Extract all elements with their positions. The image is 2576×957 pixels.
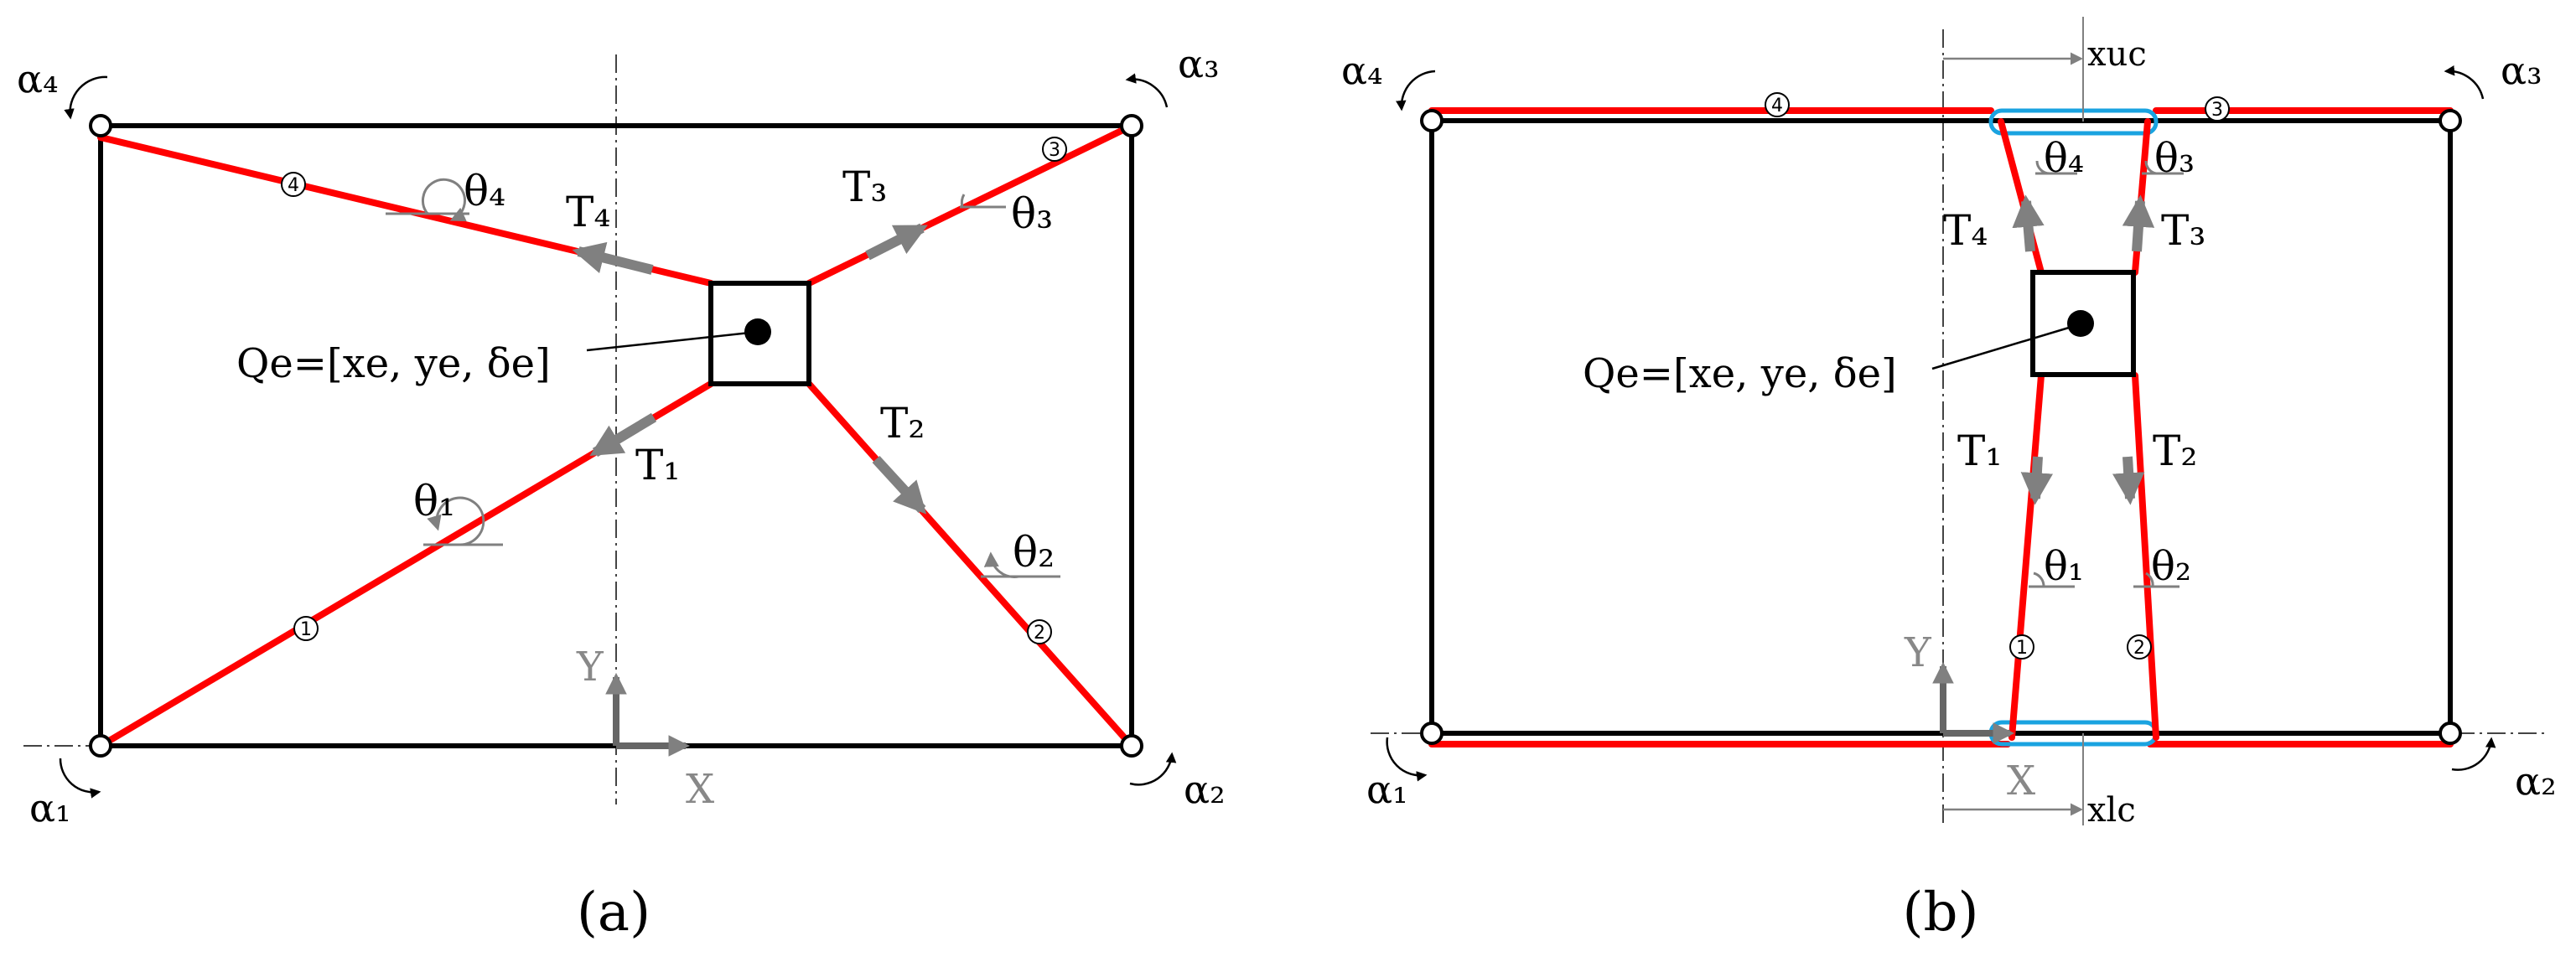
theta-3-label: θ₃ — [1011, 189, 1053, 238]
panel-a: Y X 1 2 3 4 α₄ α₃ α₁ α₂ T₁ T₂ T₃ T₄ θ₁ θ… — [17, 41, 1226, 944]
theta-1-label: θ₁ — [2044, 543, 2084, 590]
tension-arrow-1 — [2020, 456, 2054, 505]
tension-2-label: T₂ — [2153, 427, 2197, 475]
alpha-4-arrow — [64, 75, 108, 120]
alpha-3-label: α₃ — [1178, 41, 1220, 86]
panel-b-caption: (b) — [1903, 882, 1979, 944]
theta-4-label: θ₄ — [2044, 135, 2084, 182]
tension-arrow-2 — [2112, 456, 2145, 505]
theta-3-arc — [960, 194, 966, 208]
xuc-label: xuc — [2087, 35, 2147, 74]
anchor-2 — [1120, 734, 1143, 758]
cable-number-2: 2 — [1034, 623, 1045, 644]
pose-label: Qe=[xe, ye, δe] — [1583, 350, 1897, 397]
theta-1-arc — [427, 496, 485, 546]
cable-number-2: 2 — [2133, 638, 2145, 659]
alpha-2-arrow — [2451, 737, 2496, 771]
anchor-3 — [1120, 114, 1143, 137]
alpha-3-label: α₃ — [2501, 48, 2542, 93]
tension-arrow-4 — [572, 241, 654, 275]
anchor-1 — [1420, 722, 1443, 745]
theta-1-label: θ₁ — [413, 477, 455, 525]
pose-label: Qe=[xe, ye, δe] — [236, 340, 551, 387]
tension-4-label: T₄ — [566, 188, 610, 236]
frame-rectangle — [1429, 118, 2453, 736]
alpha-4-label: α₄ — [1341, 48, 1383, 93]
theta-2-arc — [983, 551, 1019, 578]
alpha-4-arrow — [1396, 70, 1436, 111]
tension-arrow-3 — [865, 223, 928, 261]
y-axis-label: Y — [1904, 629, 1932, 676]
theta-1-arc — [2033, 572, 2045, 587]
cable-number-4: 4 — [288, 175, 299, 196]
tension-arrow-3 — [2122, 194, 2155, 252]
alpha-1-arrow — [1386, 737, 1428, 782]
tension-3-label: T₃ — [842, 163, 887, 211]
x-axis-label: X — [2007, 758, 2035, 804]
tension-arrow-4 — [2012, 194, 2045, 252]
anchor-2 — [2439, 722, 2462, 745]
cable-number-badge-1 — [293, 616, 319, 641]
alpha-3-arrow — [2444, 65, 2485, 100]
theta-4-arc — [2035, 160, 2050, 175]
cable-2 — [2132, 372, 2159, 741]
anchor-1 — [89, 734, 112, 758]
cable-number-3: 3 — [2211, 100, 2223, 121]
pose-leader-line — [586, 331, 751, 352]
alpha-4-label: α₄ — [17, 56, 59, 101]
alpha-2-label: α₂ — [2515, 758, 2557, 804]
tension-3-label: T₃ — [2161, 206, 2205, 255]
tension-arrow-1 — [589, 412, 657, 458]
alpha-1-label: α₁ — [29, 785, 71, 830]
pose-leader-line — [1931, 323, 2078, 370]
cable-number-3: 3 — [1049, 140, 1060, 161]
theta-3-arc — [2144, 160, 2157, 175]
xlc-label: xlc — [2087, 791, 2136, 830]
cable-number-1: 1 — [2016, 638, 2028, 659]
tension-1-label: T₁ — [1957, 427, 2002, 475]
alpha-1-arrow — [59, 758, 101, 799]
alpha-1-label: α₁ — [1366, 767, 1408, 812]
cable-number-badge-4 — [281, 172, 306, 197]
theta-3-label: θ₃ — [2154, 135, 2195, 182]
cable-number-badge-2 — [2127, 634, 2152, 660]
alpha-2-arrow — [1129, 752, 1177, 786]
theta-2-arc — [2145, 572, 2154, 587]
anchor-4 — [1420, 109, 1443, 132]
tension-4-label: T₄ — [1943, 206, 1988, 255]
upper-constraint — [1988, 108, 2159, 136]
anchor-4 — [89, 114, 112, 137]
cable-number-badge-1 — [2009, 634, 2034, 660]
cable-1 — [2008, 372, 2045, 741]
panel-b: Y X 1 2 3 4 α₄ α₃ α₁ α₂ T₁ T₂ T₃ T₄ θ₁ θ… — [1341, 17, 2557, 944]
end-effector-center — [744, 318, 771, 345]
cable-2 — [806, 380, 1135, 749]
theta-4-label: θ₄ — [464, 167, 505, 215]
panel-a-caption: (a) — [577, 882, 650, 944]
anchor-3 — [2439, 109, 2462, 132]
alpha-2-label: α₂ — [1184, 767, 1226, 812]
x-axis-label: X — [686, 766, 714, 813]
cable-number-badge-3 — [1042, 137, 1067, 162]
cable-number-1: 1 — [300, 619, 312, 640]
cable-number-badge-4 — [1765, 92, 1790, 117]
cable-3 — [806, 122, 1135, 287]
alpha-3-arrow — [1125, 73, 1169, 108]
tension-1-label: T₁ — [635, 441, 680, 489]
theta-2-label: θ₂ — [1013, 528, 1055, 577]
theta-4-arc — [421, 178, 467, 222]
tension-arrow-2 — [872, 455, 927, 515]
cable-number-4: 4 — [1771, 96, 1783, 116]
end-effector-center — [2067, 310, 2094, 337]
tension-2-label: T₂ — [880, 399, 925, 447]
cable-number-badge-2 — [1027, 619, 1052, 644]
theta-2-label: θ₂ — [2151, 543, 2191, 590]
y-axis-label: Y — [576, 644, 604, 691]
cable-number-badge-3 — [2205, 96, 2230, 122]
